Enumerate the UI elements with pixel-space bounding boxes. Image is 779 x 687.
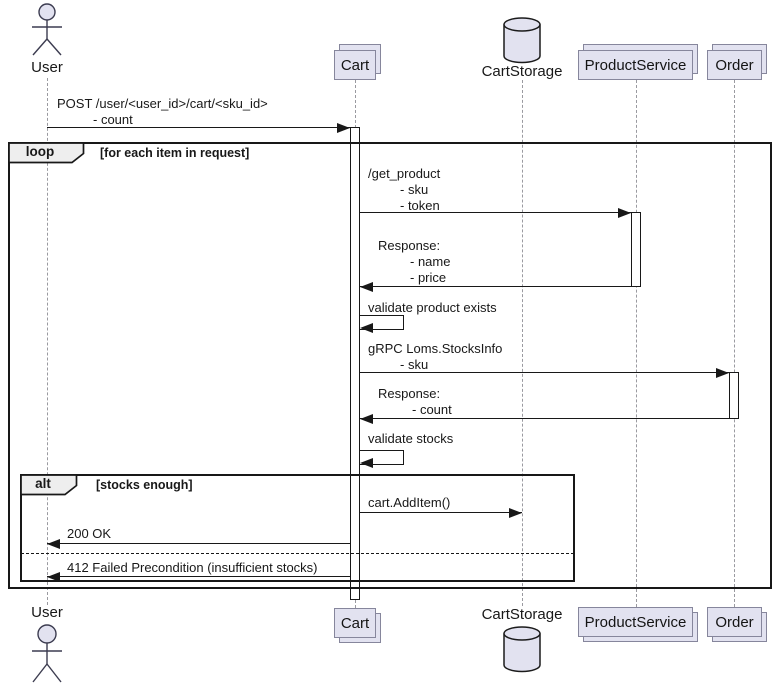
actor-icon [32,624,62,683]
message-getproduct-arrow [360,212,631,213]
message-productresponse-arrow [360,286,631,287]
arrowhead-right-icon [509,508,522,518]
arrowhead-left-icon [360,458,373,468]
message-post-line2: - count [93,112,133,127]
lifeline-user [46,78,48,605]
message-stocksinfo-line2: - sku [400,357,429,372]
alt-else-divider [21,553,574,554]
message-getproduct-line3: - token [400,198,440,213]
message-ok-arrow [47,543,350,544]
message-additem-arrow [360,512,522,513]
arrowhead-right-icon [716,368,729,378]
message-productresponse-line2: - name [410,254,451,269]
alt-frame-tag [20,474,78,496]
message-validatestocks-selfloop [360,450,404,465]
message-ok-line1: 200 OK [67,526,112,541]
participant-cartstorage-top: CartStorage [481,63,563,80]
message-getproduct-line2: - sku [400,182,429,197]
arrowhead-left-icon [360,323,373,333]
message-productresponse-line3: - price [410,270,447,285]
message-fail-arrow [47,576,350,577]
actor-icon [32,3,62,56]
message-stocksresponse-line2: - count [412,402,452,417]
participant-user-bottom: User [31,604,63,621]
database-icon [503,17,541,64]
activation-bar-order [729,372,739,419]
participant-order-bottom: Order [707,607,762,637]
arrowhead-right-icon [618,208,631,218]
message-validatestocks-line1: validate stocks [368,431,454,446]
lifeline-productservice [635,80,637,607]
message-stocksinfo-arrow [360,372,729,373]
participant-user-top: User [31,59,63,76]
participant-order-top: Order [707,50,762,80]
message-stocksinfo-line1: gRPC Loms.StocksInfo [368,341,503,356]
arrowhead-left-icon [360,414,373,424]
arrowhead-left-icon [360,282,373,292]
loop-frame [8,142,772,589]
message-validateproduct-line1: validate product exists [368,300,497,315]
message-productresponse-line1: Response: [378,238,441,253]
arrowhead-left-icon [47,572,60,582]
database-icon [503,626,541,673]
alt-frame [20,474,575,582]
arrowhead-right-icon [337,123,350,133]
participant-cartstorage-bottom: CartStorage [481,606,563,623]
message-validateproduct-selfloop [360,315,404,330]
message-post-arrow [47,127,350,128]
arrowhead-left-icon [47,539,60,549]
lifeline-order [733,80,735,607]
lifeline-cartstorage [521,80,523,606]
loop-frame-condition: [for each item in request] [100,146,250,160]
loop-frame-tag [8,142,85,164]
alt-frame-label: alt [35,476,51,491]
activation-bar-cart [350,127,360,600]
participant-productservice-top: ProductService [578,50,693,80]
loop-frame-label: loop [25,144,55,159]
message-post-line1: POST /user/<user_id>/cart/<sku_id> [57,96,268,111]
activation-bar-productservice [631,212,641,287]
participant-cart-bottom: Cart [334,608,376,638]
message-fail-line1: 412 Failed Precondition (insufficient st… [67,560,318,575]
message-additem-line1: cart.AddItem() [368,495,451,510]
message-stocksresponse-line1: Response: [378,386,441,401]
alt-frame-condition: [stocks enough] [96,478,193,492]
message-stocksresponse-arrow [360,418,729,419]
participant-cart-top: Cart [334,50,376,80]
participant-productservice-bottom: ProductService [578,607,693,637]
message-getproduct-line1: /get_product [368,166,441,181]
